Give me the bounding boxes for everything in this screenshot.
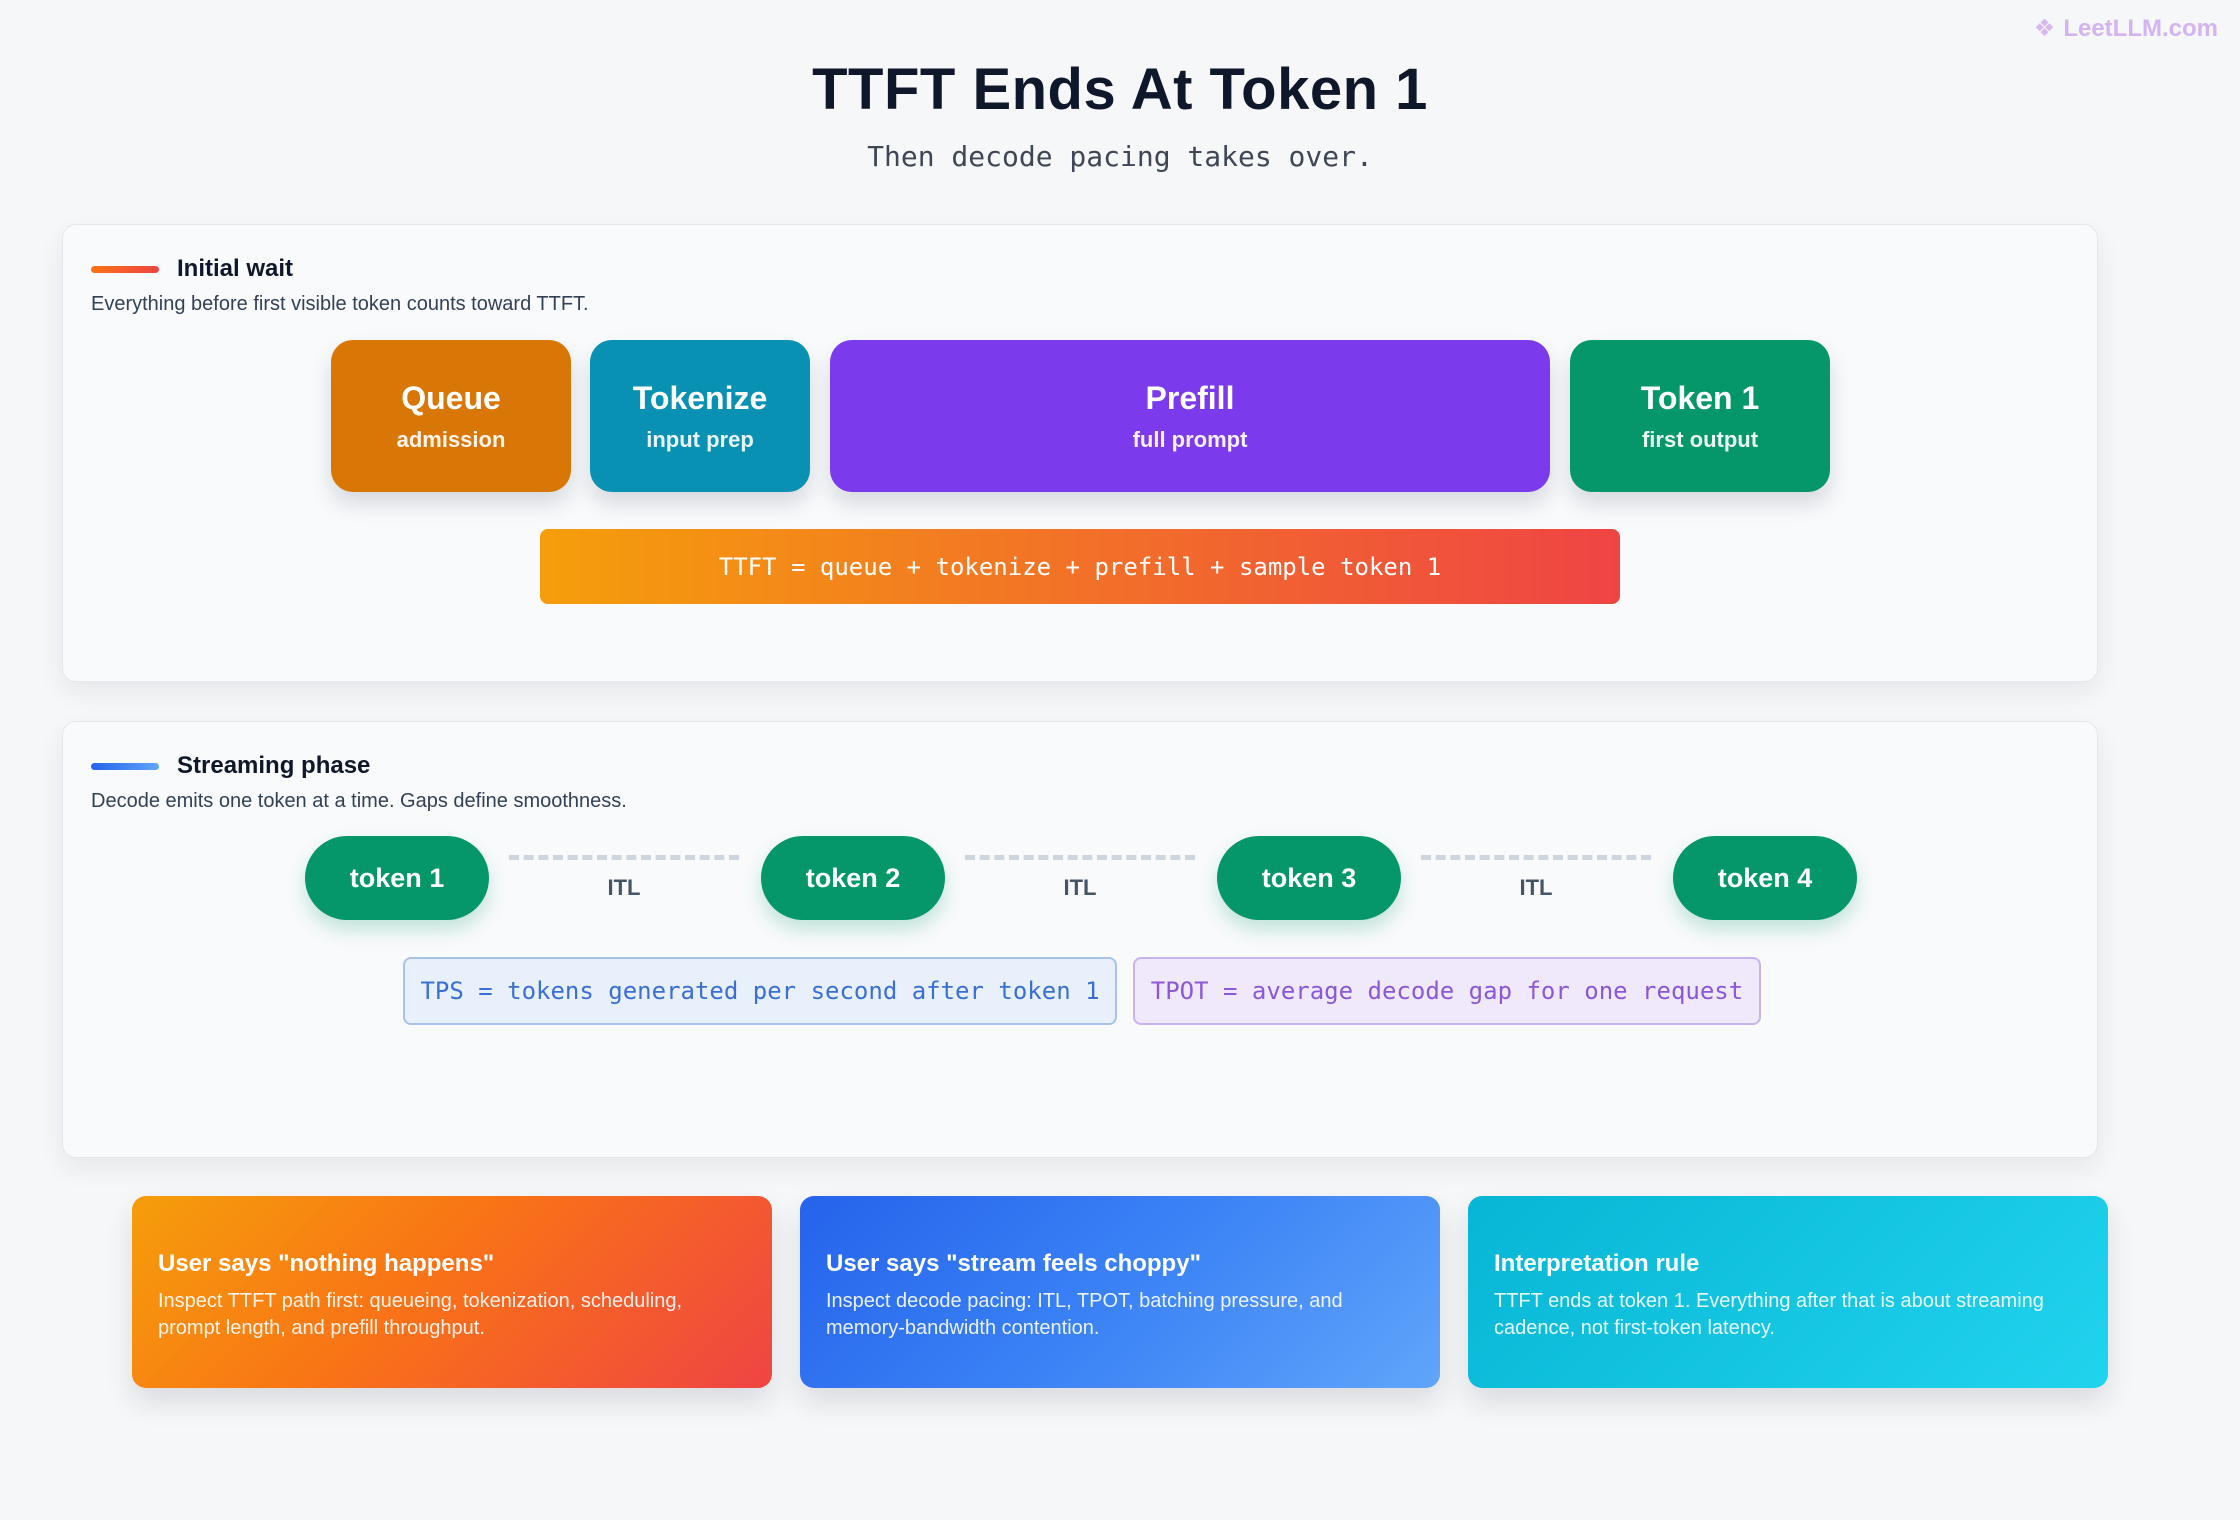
page-title: TTFT Ends At Token 1	[812, 57, 1428, 122]
card-body: Inspect TTFT path first: queueing, token…	[158, 1290, 683, 1339]
initial-wait-header: Initial wait	[91, 255, 293, 283]
streaming-description: Decode emits one token at a time. Gaps d…	[91, 790, 627, 812]
accent-bar	[91, 265, 159, 273]
streaming-header: Streaming phase	[91, 752, 370, 780]
card-stream-choppy: User says "stream feels choppy" Inspect …	[800, 1196, 1440, 1388]
stage-queue: Queue admission	[331, 340, 571, 492]
initial-wait-panel: Initial wait Everything before first vis…	[62, 224, 2098, 682]
token-pill-2: token 2	[761, 836, 945, 920]
itl-label: ITL	[607, 875, 641, 900]
card-body: TTFT ends at token 1. Everything after t…	[1494, 1290, 2044, 1339]
card-interpretation-rule: Interpretation rule TTFT ends at token 1…	[1468, 1196, 2108, 1388]
page-subtitle: Then decode pacing takes over.	[867, 140, 1373, 173]
token-pill-3: token 3	[1217, 836, 1401, 920]
itl-label: ITL	[1519, 875, 1553, 900]
streaming-title: Streaming phase	[177, 752, 371, 779]
token-pill-4: token 4	[1673, 836, 1857, 920]
itl-label: ITL	[1063, 875, 1097, 900]
stage-name: Prefill	[1145, 379, 1235, 416]
dashed-line	[509, 855, 739, 860]
itl-gap-2: ITL	[965, 855, 1195, 905]
card-body: Inspect decode pacing: ITL, TPOT, batchi…	[826, 1290, 1343, 1339]
stage-sub: first output	[1641, 426, 1759, 452]
stage-tokenize: Tokenize input prep	[590, 340, 810, 492]
itl-gap-1: ITL	[509, 855, 739, 905]
accent-bar	[91, 762, 159, 770]
initial-wait-title: Initial wait	[177, 255, 294, 282]
stage-name: Token 1	[1640, 379, 1760, 416]
stage-sub: input prep	[646, 426, 754, 452]
streaming-panel: Streaming phase Decode emits one token a…	[62, 721, 2098, 1158]
token-pill-1: token 1	[305, 836, 489, 920]
stage-name: Queue	[401, 379, 501, 416]
card-nothing-happens: User says "nothing happens" Inspect TTFT…	[132, 1196, 772, 1388]
stage-prefill: Prefill full prompt	[830, 340, 1550, 492]
ttft-formula: TTFT = queue + tokenize + prefill + samp…	[540, 529, 1620, 604]
brain-icon: ❖	[2033, 15, 2056, 42]
itl-gap-3: ITL	[1421, 855, 1651, 905]
stage-sub: admission	[396, 426, 506, 452]
watermark: ❖ LeetLLM.com	[2034, 14, 2218, 43]
card-title: User says "nothing happens"	[158, 1250, 495, 1277]
stage-name: Tokenize	[632, 379, 768, 416]
stage-token-1: Token 1 first output	[1570, 340, 1830, 492]
watermark-text: LeetLLM.com	[2063, 14, 2218, 42]
card-title: User says "stream feels choppy"	[826, 1250, 1201, 1277]
tps-definition: TPS = tokens generated per second after …	[403, 957, 1117, 1025]
card-title: Interpretation rule	[1494, 1250, 1700, 1277]
stage-sub: full prompt	[1132, 426, 1248, 452]
tpot-definition: TPOT = average decode gap for one reques…	[1133, 957, 1761, 1025]
dashed-line	[965, 855, 1195, 860]
dashed-line	[1421, 855, 1651, 860]
initial-wait-description: Everything before first visible token co…	[91, 293, 589, 315]
